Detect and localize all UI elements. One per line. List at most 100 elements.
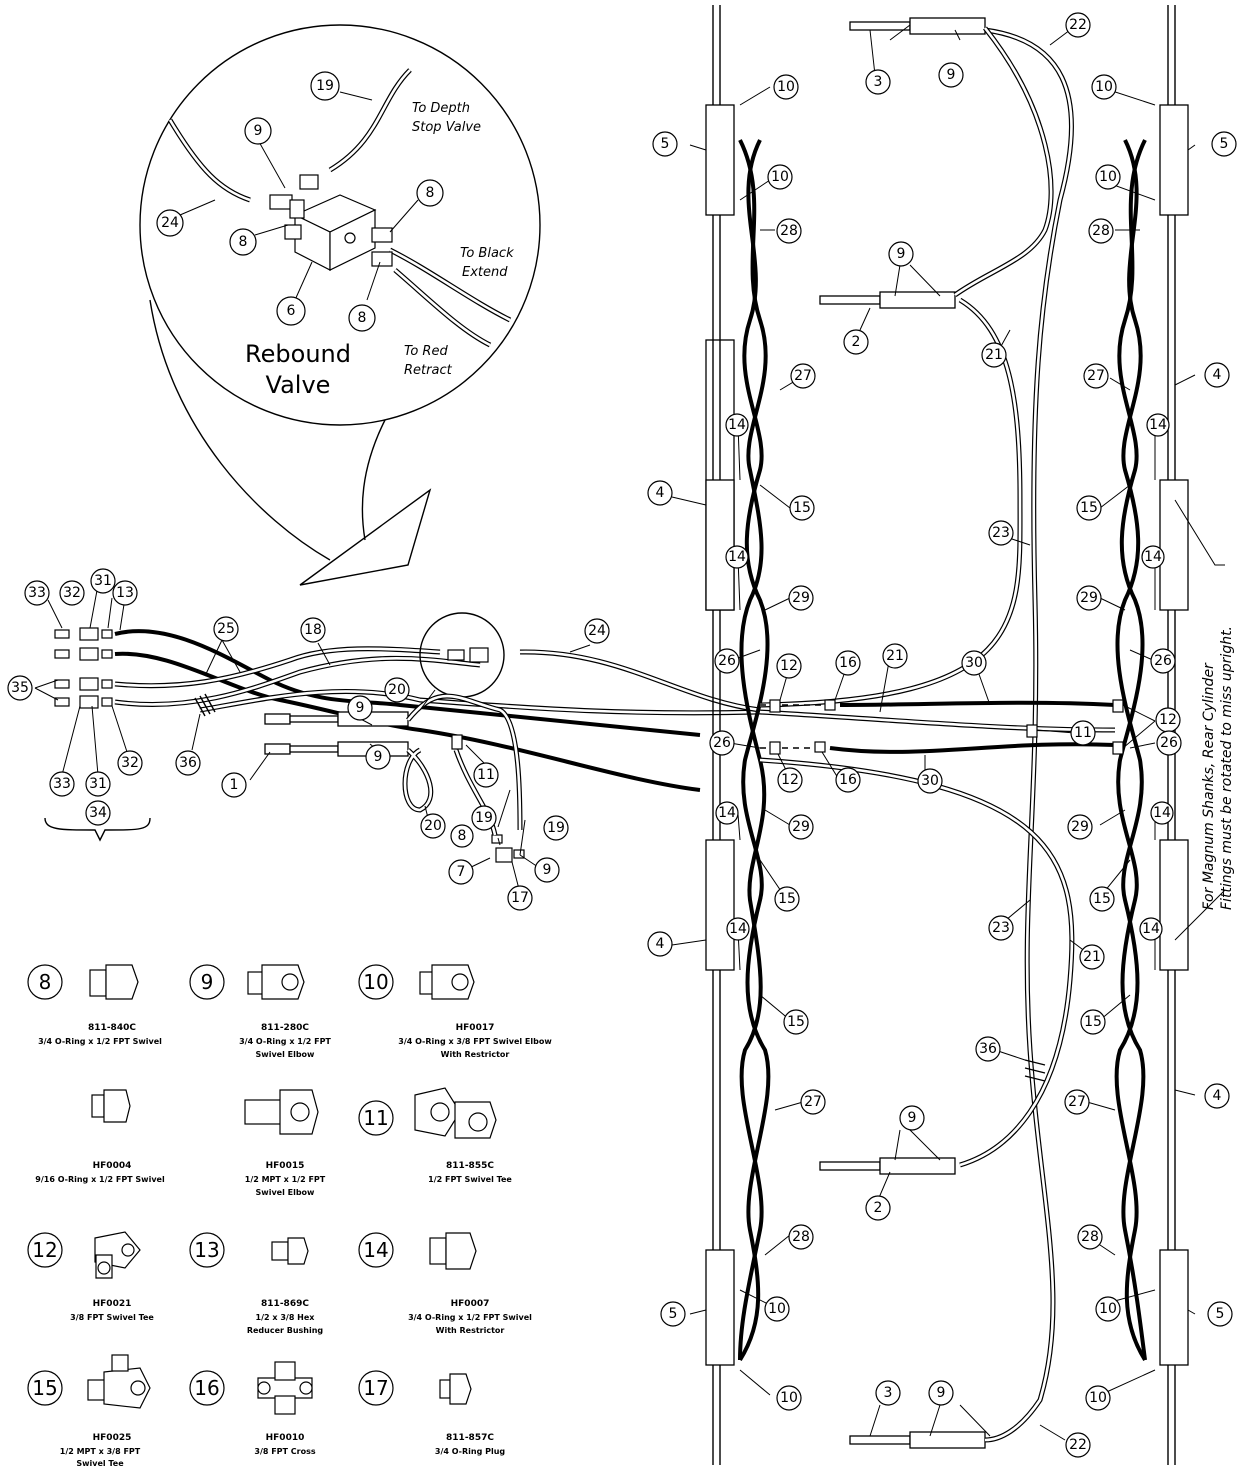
- legend-icon-10: [419, 964, 475, 1000]
- callout-21-bottom: 21: [1079, 944, 1105, 970]
- svg-text:5: 5: [1220, 136, 1229, 152]
- svg-text:9: 9: [543, 862, 552, 878]
- svg-text:14: 14: [728, 417, 746, 433]
- right-frame: 3 9 22 10 10 10 10 5 5 28 28 9 2 21 27 2…: [647, 5, 1237, 1465]
- legend-desc-14a: 3/4 O-Ring x 1/2 FPT Swivel: [408, 1313, 532, 1322]
- callout-15-b: 15: [1076, 495, 1102, 521]
- legend-desc-8: 3/4 O-Ring x 1/2 FPT Swivel: [38, 1037, 162, 1046]
- legend-num-17: 17: [358, 1370, 394, 1406]
- callout-5-d: 5: [1207, 1301, 1233, 1327]
- svg-text:28: 28: [780, 223, 798, 239]
- callout-24-left: 24: [584, 618, 610, 644]
- svg-text:10: 10: [1095, 79, 1113, 95]
- svg-text:9: 9: [897, 246, 906, 262]
- svg-text:4: 4: [1213, 367, 1222, 383]
- callout-2-bottom: 2: [865, 1195, 891, 1221]
- svg-text:26: 26: [1160, 735, 1178, 751]
- callout-8-detail-b: 8: [229, 228, 257, 256]
- callout-19-left-a: 19: [471, 805, 497, 831]
- svg-text:28: 28: [1081, 1229, 1099, 1245]
- svg-text:14: 14: [1149, 417, 1167, 433]
- left-hose-assembly: 33 32 31 13 35 33 31 32 34 36 25 18 9 20…: [7, 568, 761, 911]
- callout-8-detail-c: 8: [348, 304, 376, 332]
- svg-text:8: 8: [358, 310, 367, 326]
- callout-4-b: 4: [647, 480, 673, 506]
- note-red-1: To Red: [404, 344, 448, 359]
- svg-text:12: 12: [32, 1238, 57, 1262]
- callout-34: 34: [85, 800, 111, 826]
- svg-text:14: 14: [1153, 805, 1171, 821]
- side-note-line2: Fittings must be rotated to miss upright…: [1219, 626, 1235, 910]
- svg-text:29: 29: [1071, 819, 1089, 835]
- callout-28-b: 28: [1088, 218, 1114, 244]
- svg-text:32: 32: [63, 585, 81, 601]
- callout-27-a: 27: [790, 363, 816, 389]
- legend-num-11: 11: [358, 1100, 394, 1136]
- callout-30-a: 30: [961, 650, 987, 676]
- callout-28-d: 28: [1077, 1224, 1103, 1250]
- legend-num-12: 12: [27, 1232, 63, 1268]
- svg-text:13: 13: [116, 585, 134, 601]
- svg-text:1: 1: [230, 777, 239, 793]
- note-black-1: To Black: [460, 246, 514, 261]
- svg-text:20: 20: [424, 818, 442, 834]
- callout-28-c: 28: [788, 1224, 814, 1250]
- svg-text:15: 15: [1080, 500, 1098, 516]
- legend-desc-9a: 3/4 O-Ring x 1/2 FPT: [239, 1037, 331, 1046]
- callout-12-a: 12: [776, 653, 802, 679]
- legend-desc-10a: 3/4 O-Ring x 3/8 FPT Swivel Elbow: [398, 1037, 552, 1046]
- callout-14-c: 14: [725, 545, 749, 569]
- callout-36-left: 36: [175, 750, 201, 776]
- side-note: For Magnum Shanks, Rear Cylinder Fitting…: [1201, 626, 1235, 910]
- svg-text:16: 16: [194, 1376, 219, 1400]
- svg-text:15: 15: [32, 1376, 57, 1400]
- svg-text:12: 12: [1159, 712, 1177, 728]
- legend-pn-hf0004: HF0004: [93, 1161, 132, 1171]
- callout-9-detail: 9: [244, 117, 272, 145]
- svg-text:10: 10: [771, 169, 789, 185]
- legend-pn-15: HF0025: [93, 1433, 132, 1443]
- legend-desc-14b: With Restrictor: [436, 1326, 505, 1335]
- callout-13: 13: [112, 580, 138, 606]
- detail-funnel-left: [149, 299, 331, 561]
- legend-desc-hf0015b: Swivel Elbow: [256, 1188, 315, 1197]
- svg-text:21: 21: [985, 347, 1003, 363]
- legend-pn-12: HF0021: [93, 1299, 132, 1309]
- callout-15-e: 15: [783, 1009, 809, 1035]
- callout-29-b: 29: [1076, 585, 1102, 611]
- svg-text:17: 17: [363, 1376, 388, 1400]
- parts-legend: 8 811-840C 3/4 O-Ring x 1/2 FPT Swivel 9…: [27, 964, 552, 1468]
- svg-text:16: 16: [839, 655, 857, 671]
- callout-1: 1: [221, 772, 247, 798]
- svg-text:29: 29: [1080, 590, 1098, 606]
- svg-text:12: 12: [781, 772, 799, 788]
- svg-text:15: 15: [1084, 1014, 1102, 1030]
- legend-num-9: 9: [189, 964, 225, 1000]
- legend-desc-16: 3/8 FPT Cross: [254, 1447, 315, 1456]
- callout-10-a: 10: [773, 74, 799, 100]
- callout-11-left: 11: [473, 762, 499, 788]
- legend-desc-hf0015a: 1/2 MPT x 1/2 FPT: [245, 1175, 326, 1184]
- svg-text:4: 4: [1213, 1088, 1222, 1104]
- svg-text:16: 16: [839, 772, 857, 788]
- legend-num-14: 14: [358, 1232, 394, 1268]
- legend-icon-15: [87, 1354, 151, 1409]
- callout-16-a: 16: [835, 650, 861, 676]
- callout-14-h: 14: [1139, 917, 1163, 941]
- legend-icon-12: [94, 1231, 141, 1279]
- callout-11-right: 11: [1070, 720, 1096, 746]
- svg-text:36: 36: [179, 755, 197, 771]
- svg-text:24: 24: [588, 623, 606, 639]
- callout-15-f: 15: [1080, 1009, 1106, 1035]
- svg-text:33: 33: [28, 585, 46, 601]
- legend-icon-16: [257, 1361, 313, 1415]
- legend-icon-9: [247, 964, 305, 1000]
- svg-text:5: 5: [661, 136, 670, 152]
- svg-text:10: 10: [1099, 169, 1117, 185]
- svg-text:10: 10: [780, 1390, 798, 1406]
- callout-15-a: 15: [789, 495, 815, 521]
- svg-text:8: 8: [39, 970, 52, 994]
- svg-text:33: 33: [53, 776, 71, 792]
- callout-15-d: 15: [1089, 886, 1115, 912]
- legend-desc-hf0004: 9/16 O-Ring x 1/2 FPT Swivel: [35, 1175, 165, 1184]
